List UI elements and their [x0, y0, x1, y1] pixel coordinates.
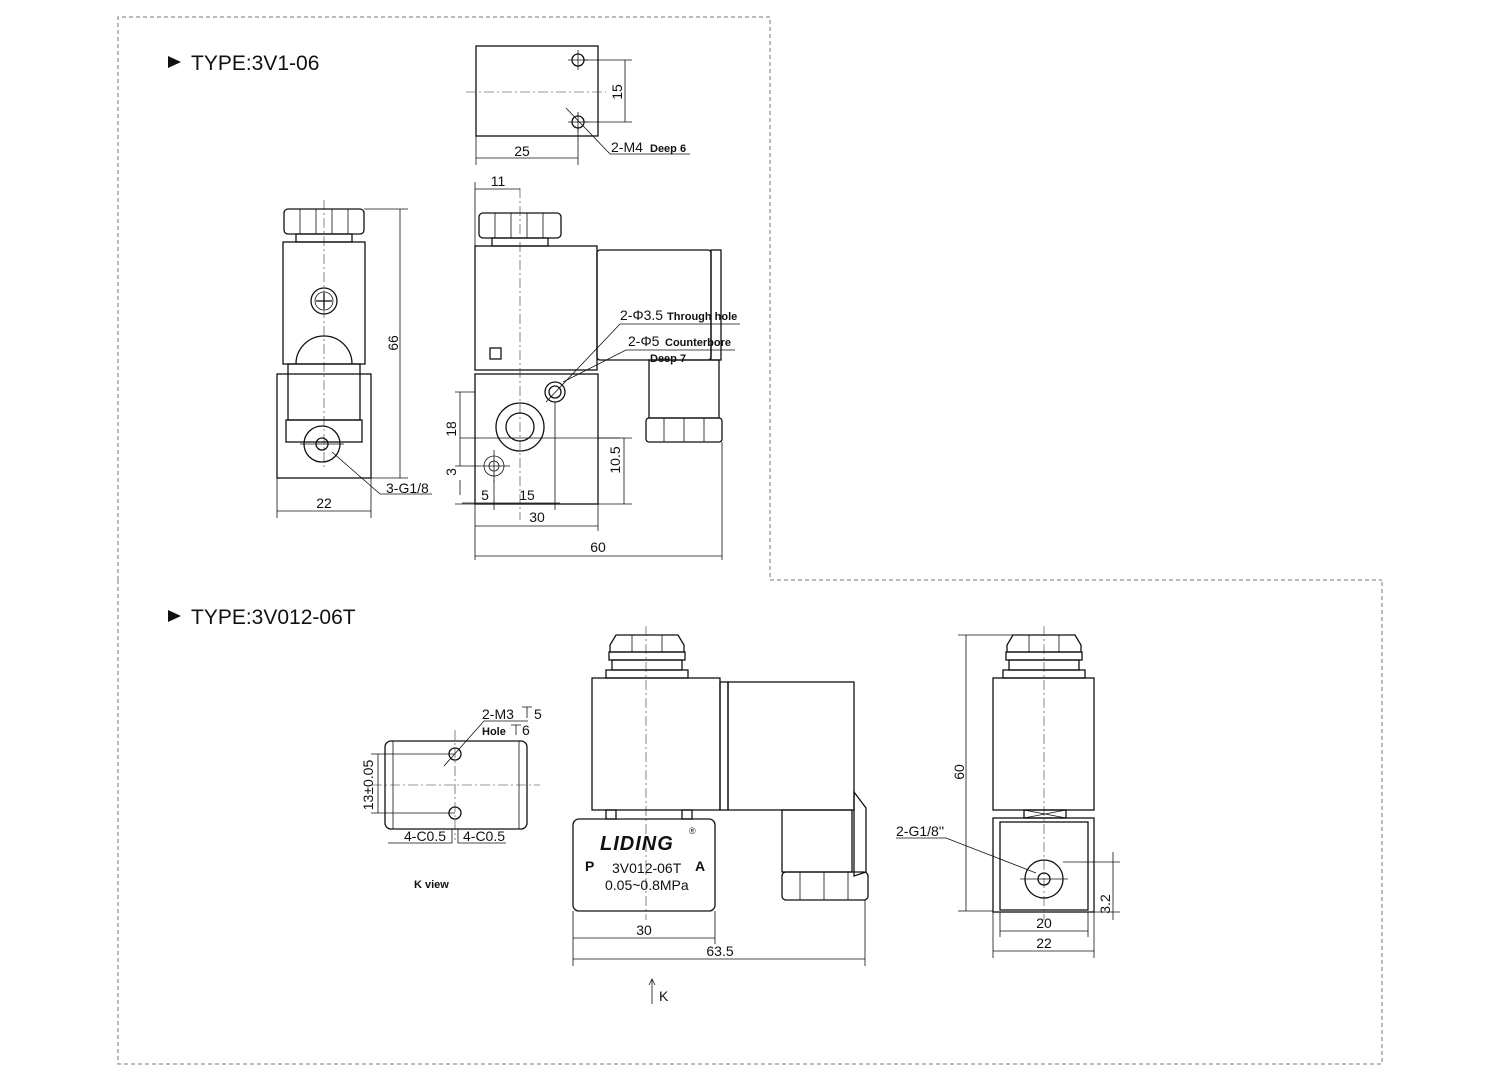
note-through: Through hole — [667, 311, 737, 323]
side-view-3v012-06t: 60 2-G1/8'' 3.2 20 22 — [896, 626, 1120, 958]
note-m3: 2-M3 — [482, 706, 514, 722]
note-counterbore: Counterbore — [665, 337, 731, 349]
dim-25: 25 — [514, 143, 530, 159]
dim-18: 18 — [443, 421, 459, 437]
section-marker-icon — [168, 610, 181, 622]
section-title: TYPE:3V012-06T — [191, 606, 356, 629]
dim-66: 66 — [385, 335, 401, 351]
brand-logo: LIDING — [600, 833, 674, 855]
dim-11: 11 — [491, 173, 506, 189]
dim-3: 3 — [443, 468, 459, 476]
note-deep7: Deep 7 — [650, 353, 686, 365]
dim-15-top: 15 — [609, 84, 625, 100]
note-m4-deep: Deep 6 — [650, 143, 686, 155]
k-view: 13±0.05 2-M3 5 Hole 6 4-C0.5 4-C0.5 K vi… — [360, 706, 542, 891]
dim-5: 5 — [481, 487, 489, 503]
dim-20: 20 — [1036, 915, 1052, 931]
dim-22: 22 — [316, 495, 332, 511]
dim-60: 60 — [590, 539, 606, 555]
front-view-3v012-06t: LIDING ® P A 3V012-06T 0.05~0.8MPa 30 63… — [572, 626, 869, 1004]
dim-10-5: 10.5 — [607, 446, 623, 473]
note-phi35: 2-Φ3.5 — [620, 307, 663, 323]
section-title: TYPE:3V1-06 — [191, 52, 319, 75]
note-g18-2: 2-G1/8'' — [896, 823, 944, 839]
dim-30-b: 30 — [636, 922, 652, 938]
dim-63-5: 63.5 — [706, 943, 733, 959]
note-hole-depth: 6 — [522, 722, 530, 738]
dim-30: 30 — [529, 509, 545, 525]
k-view-label: K view — [414, 879, 449, 891]
port-a: A — [695, 858, 705, 874]
side-view-3v1-06: 66 22 3-G1/8 — [276, 200, 432, 518]
top-view-3v1-06: 15 25 2-M4 Deep 6 — [466, 45, 690, 165]
dim-22-b: 22 — [1036, 935, 1052, 951]
note-phi5: 2-Φ5 — [628, 333, 660, 349]
section-marker-icon — [168, 56, 181, 68]
note-hole: Hole — [482, 726, 506, 738]
note-m4: 2-M4 — [611, 139, 643, 155]
front-view-3v1-06: 11 2-Φ3.5 Through hole 2-Φ5 Counterbore … — [443, 173, 740, 560]
dim-60-b: 60 — [951, 764, 967, 780]
dim-13-tolerance: 13±0.05 — [360, 760, 376, 811]
depth-symbol-icon — [522, 706, 532, 718]
section-3v1-06: TYPE:3V1-06 15 25 2-M4 Deep 6 — [117, 16, 1382, 581]
model-number: 3V012-06T — [612, 860, 682, 876]
dim-3-2: 3.2 — [1097, 894, 1113, 914]
note-c05-right: 4-C0.5 — [463, 828, 505, 844]
registered-mark: ® — [689, 826, 696, 836]
depth-symbol-icon — [511, 724, 521, 735]
note-c05-left: 4-C0.5 — [404, 828, 446, 844]
k-marker: K — [659, 988, 669, 1004]
port-p: P — [585, 858, 594, 874]
section-3v012-06t: TYPE:3V012-06T 13±0.05 2-M3 5 Hole 6 4-C… — [117, 580, 1383, 1065]
dim-15-bottom: 15 — [519, 487, 535, 503]
note-g18-3: 3-G1/8 — [386, 480, 429, 496]
pressure-range: 0.05~0.8MPa — [605, 877, 689, 893]
note-m3-depth: 5 — [534, 706, 542, 722]
k-arrow-icon — [648, 978, 656, 986]
